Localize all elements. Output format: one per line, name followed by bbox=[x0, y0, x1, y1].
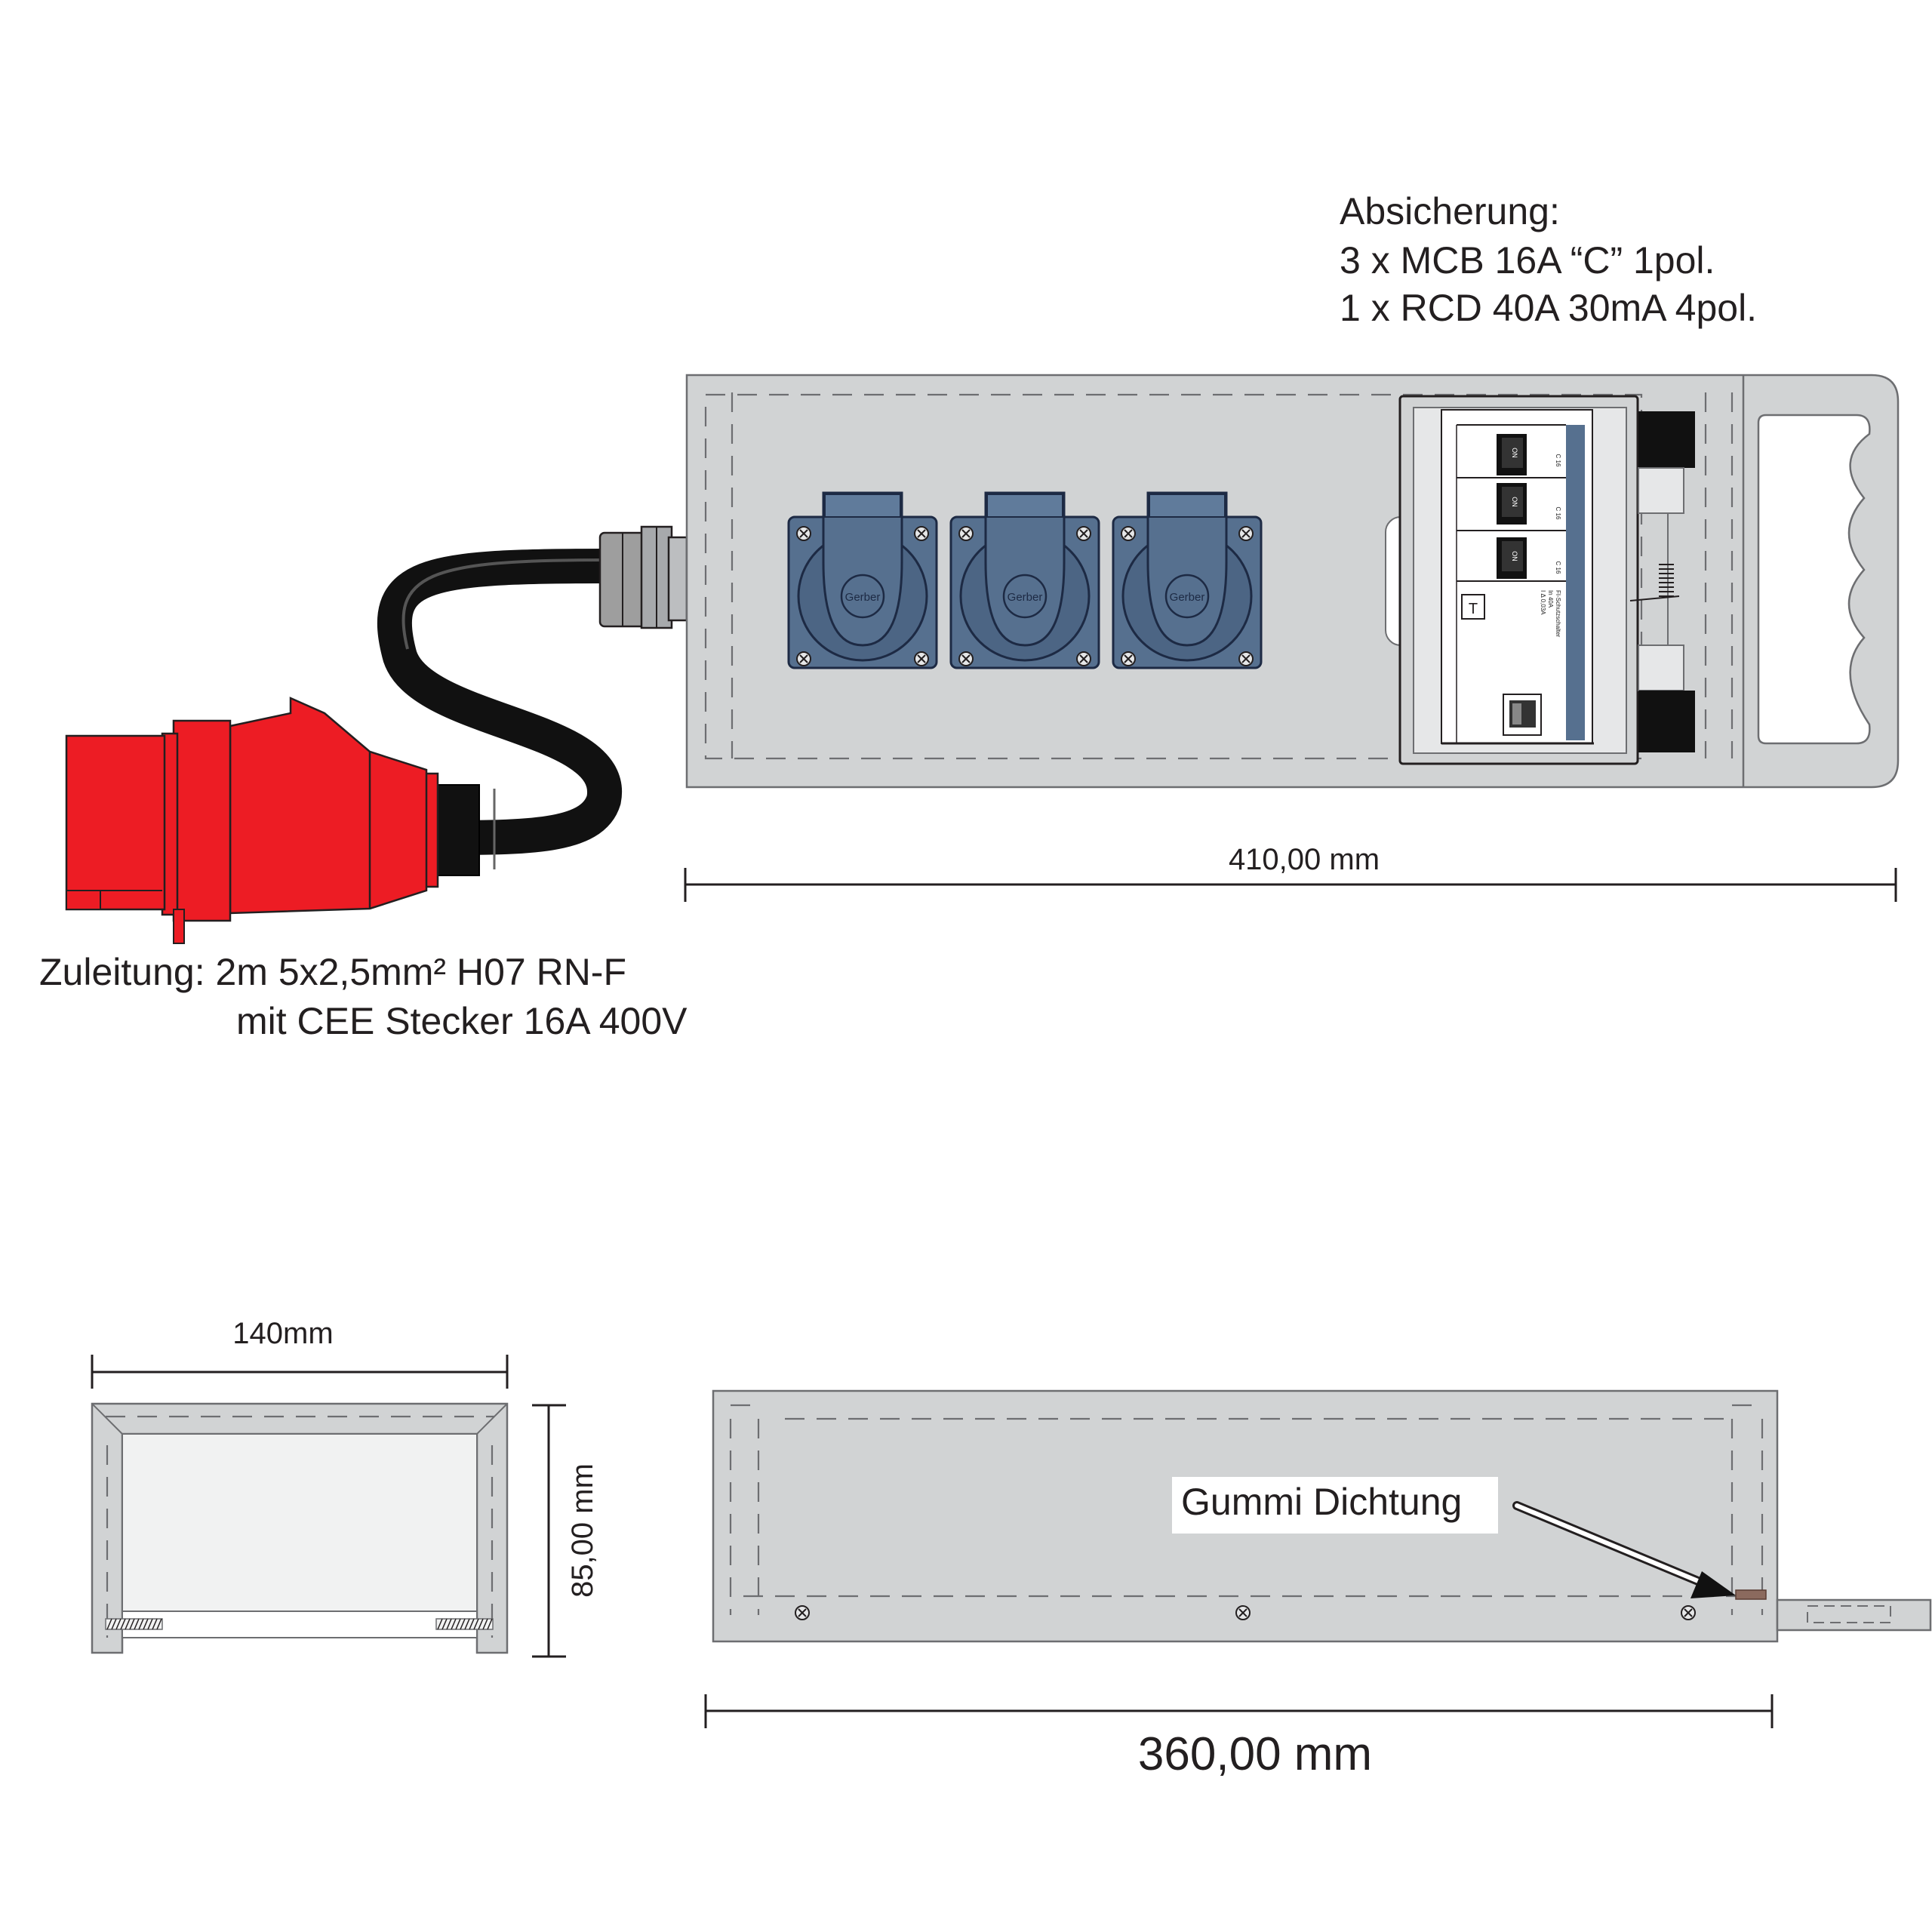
side-width-label: 140mm bbox=[232, 1317, 333, 1350]
svg-text:T: T bbox=[1469, 601, 1478, 617]
dimension-side-width: 140mm bbox=[91, 1317, 509, 1389]
breaker-window: ON C 16 ON C 16 ON C 16 T bbox=[1385, 395, 1639, 765]
screw-3 bbox=[1681, 1605, 1696, 1620]
dimension-top-length: 410,00 mm bbox=[684, 843, 1897, 902]
socket-2: Gerber bbox=[951, 493, 1099, 668]
carry-handle bbox=[1757, 414, 1871, 745]
bottom-length-label: 360,00 mm bbox=[1138, 1728, 1372, 1780]
socket-3: Gerber bbox=[1113, 493, 1261, 668]
svg-text:Zuleitung: 2m 5x2,5mm² H07 R: Zuleitung: 2m 5x2,5mm² H07 RN-F bbox=[39, 951, 626, 993]
svg-text:ON: ON bbox=[1511, 551, 1518, 561]
svg-text:C 16: C 16 bbox=[1555, 561, 1561, 574]
top-view: Gerber Gerber Gerber ON C 16 bbox=[65, 374, 1900, 944]
supply-label: Zuleitung: 2m 5x2,5mm² H07 RN-F mit CEE … bbox=[39, 951, 688, 1042]
cable-gland bbox=[598, 525, 688, 629]
mcb-2: ON C 16 bbox=[1457, 477, 1566, 525]
seal-label: Gummi Dichtung bbox=[1181, 1481, 1462, 1523]
dimension-side-height: 85,00 mm bbox=[532, 1404, 599, 1658]
rcd: T FI-Schutzschalter In 40A I Δ 0,03A bbox=[1461, 590, 1561, 736]
svg-text:ON: ON bbox=[1511, 448, 1518, 458]
svg-text:1 x RCD 40A 30mA 4pol.: 1 x RCD 40A 30mA 4pol. bbox=[1340, 287, 1757, 329]
svg-text:I Δ 0,03A: I Δ 0,03A bbox=[1540, 590, 1546, 615]
latch-tab bbox=[1776, 1598, 1932, 1632]
screw-1 bbox=[795, 1605, 810, 1620]
svg-text:In 40A: In 40A bbox=[1547, 590, 1554, 608]
side-view bbox=[91, 1402, 509, 1654]
mcb-3: ON C 16 bbox=[1457, 530, 1566, 579]
svg-text:FI-Schutzschalter: FI-Schutzschalter bbox=[1555, 590, 1561, 638]
lid-latch bbox=[1629, 411, 1695, 752]
seal-right bbox=[435, 1618, 494, 1630]
dimension-bottom-length: 360,00 mm bbox=[704, 1694, 1774, 1780]
svg-text:Gerber: Gerber bbox=[1170, 591, 1205, 604]
svg-text:Absicherung:: Absicherung: bbox=[1340, 190, 1560, 232]
seal-callout: Gummi Dichtung bbox=[1172, 1477, 1736, 1598]
svg-text:C 16: C 16 bbox=[1555, 454, 1561, 467]
protection-label: Absicherung: 3 x MCB 16A “C” 1pol. 1 x R… bbox=[1340, 190, 1757, 329]
socket-1: Gerber bbox=[789, 493, 937, 668]
seal-left bbox=[105, 1618, 163, 1630]
top-length-label: 410,00 mm bbox=[1229, 843, 1380, 876]
svg-text:Gerber: Gerber bbox=[1008, 591, 1043, 604]
svg-text:ON: ON bbox=[1511, 497, 1518, 507]
svg-text:Gerber: Gerber bbox=[845, 591, 881, 604]
svg-text:C 16: C 16 bbox=[1555, 507, 1561, 520]
side-height-label: 85,00 mm bbox=[566, 1463, 599, 1598]
screw-2 bbox=[1235, 1605, 1251, 1620]
svg-text:3 x MCB 16A “C” 1pol.: 3 x MCB 16A “C” 1pol. bbox=[1340, 239, 1715, 281]
mcb-1: ON C 16 bbox=[1457, 424, 1566, 475]
cee-plug bbox=[65, 697, 496, 944]
svg-text:mit CEE Stecker 16A 400V: mit CEE Stecker 16A 400V bbox=[236, 1000, 688, 1042]
